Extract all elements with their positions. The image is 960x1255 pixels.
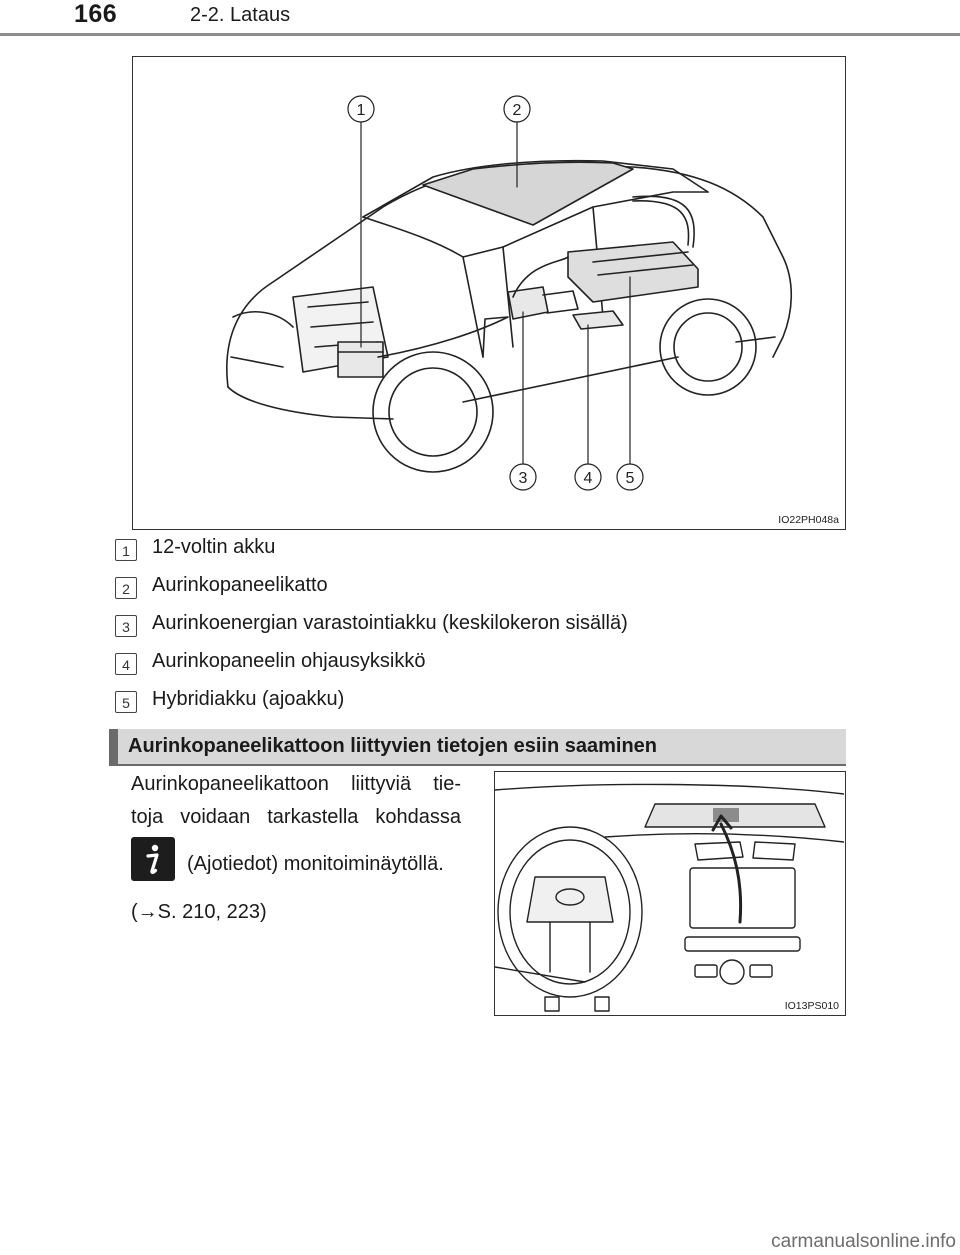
callout-4: 4 xyxy=(584,470,593,487)
page-reference: (→S. 210, 223) xyxy=(131,901,267,924)
page-header: 166 2-2. Lataus xyxy=(0,0,960,38)
legend-text: Aurinkopaneelin ohjausyksikkö xyxy=(152,650,426,673)
header-rule xyxy=(0,33,960,36)
figure-code: IO22PH048a xyxy=(778,514,839,526)
info-icon xyxy=(131,837,175,881)
section-heading: Aurinkopaneelikattoon liittyvien tietoje… xyxy=(128,735,657,758)
legend-number: 2 xyxy=(115,577,137,599)
legend-text: Hybridiakku (ajoakku) xyxy=(152,688,344,711)
legend-number: 1 xyxy=(115,539,137,561)
paragraph-line: Aurinkopaneelikattoon liittyviä tie- xyxy=(131,773,461,796)
callout-2: 2 xyxy=(513,102,522,119)
watermark: carmanualsonline.info xyxy=(771,1231,956,1253)
legend-number: 5 xyxy=(115,691,137,713)
legend-text: 12-voltin akku xyxy=(152,536,275,559)
callout-5: 5 xyxy=(626,470,635,487)
legend-number: 3 xyxy=(115,615,137,637)
banner-rule xyxy=(109,764,846,766)
paragraph-line: toja voidaan tarkastella kohdassa xyxy=(131,806,461,829)
legend-number: 4 xyxy=(115,653,137,675)
figure-code: IO13PS010 xyxy=(785,1000,839,1012)
section-heading-banner: Aurinkopaneelikattoon liittyvien tietoje… xyxy=(109,729,846,764)
car-solar-diagram: 1 2 3 4 5 IO22PH048a xyxy=(132,56,846,530)
callout-1: 1 xyxy=(357,102,366,119)
banner-accent xyxy=(109,729,118,764)
legend-text: Aurinkopaneelikatto xyxy=(152,574,328,597)
callout-3: 3 xyxy=(519,470,528,487)
section-title: 2-2. Lataus xyxy=(190,4,290,27)
legend-text: Aurinkoenergian varastointiakku (keskilo… xyxy=(152,612,628,635)
dashboard-illustration xyxy=(495,772,844,1014)
dashboard-diagram: IO13PS010 xyxy=(494,771,846,1016)
paragraph-line: (Ajotiedot) monitoiminäytöllä. xyxy=(187,853,444,876)
car-illustration: 1 2 3 4 5 xyxy=(133,57,844,528)
page-number: 166 xyxy=(74,0,117,29)
